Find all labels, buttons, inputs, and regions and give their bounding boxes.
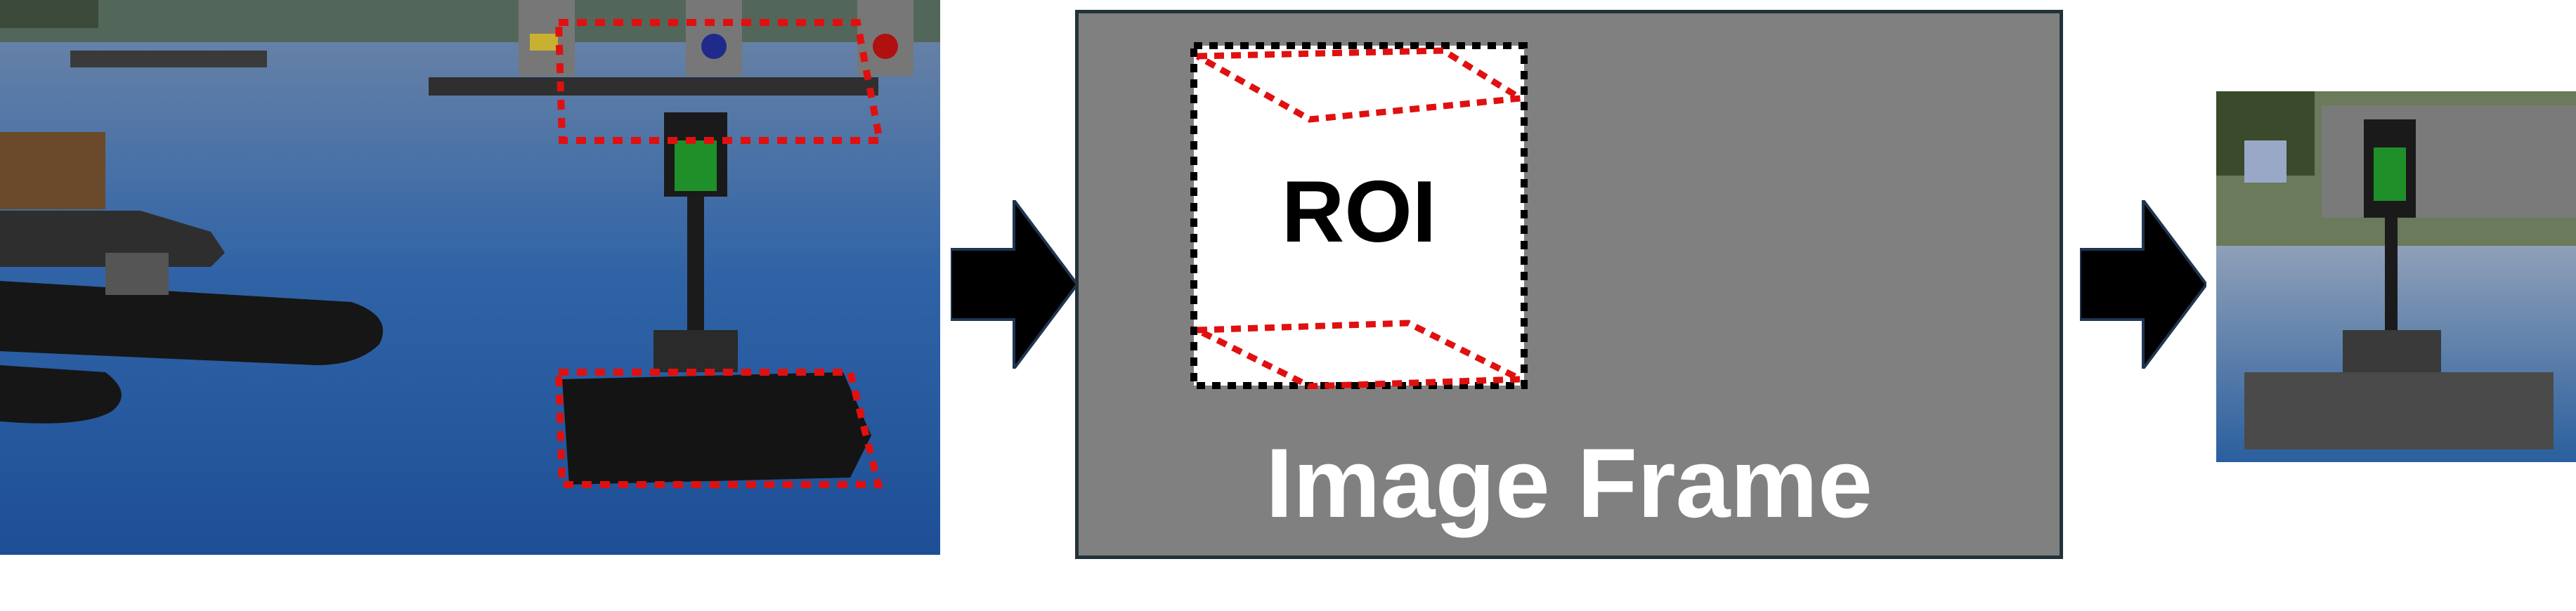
roi-box (1190, 42, 1528, 389)
floating-dock (70, 51, 267, 67)
floating-dock (429, 77, 878, 96)
buoy-base (653, 330, 738, 372)
roi-region-bottom (554, 369, 883, 488)
green-light (675, 140, 717, 191)
buoy-float (2244, 372, 2554, 449)
building (2322, 105, 2576, 218)
boat-equipment (105, 253, 169, 295)
buoy-mast (2385, 218, 2398, 330)
image-frame-label: Image Frame (1266, 428, 1873, 538)
buoy-base (2343, 330, 2441, 372)
roi-mask-bottom (1195, 320, 1523, 389)
right-arrow-icon (951, 200, 1077, 369)
green-light (2374, 147, 2406, 201)
roi-mask-top (1195, 47, 1528, 123)
right-arrow-icon (2080, 200, 2206, 369)
boat-pontoon (0, 365, 122, 423)
input-camera-image (0, 0, 940, 555)
roi-region-top (554, 19, 885, 144)
boat-pontoon (0, 281, 383, 365)
cargo-box (0, 132, 105, 209)
cropped-roi-image (2216, 91, 2576, 462)
roi-label: ROI (1281, 164, 1437, 261)
buoy-float (562, 372, 871, 485)
